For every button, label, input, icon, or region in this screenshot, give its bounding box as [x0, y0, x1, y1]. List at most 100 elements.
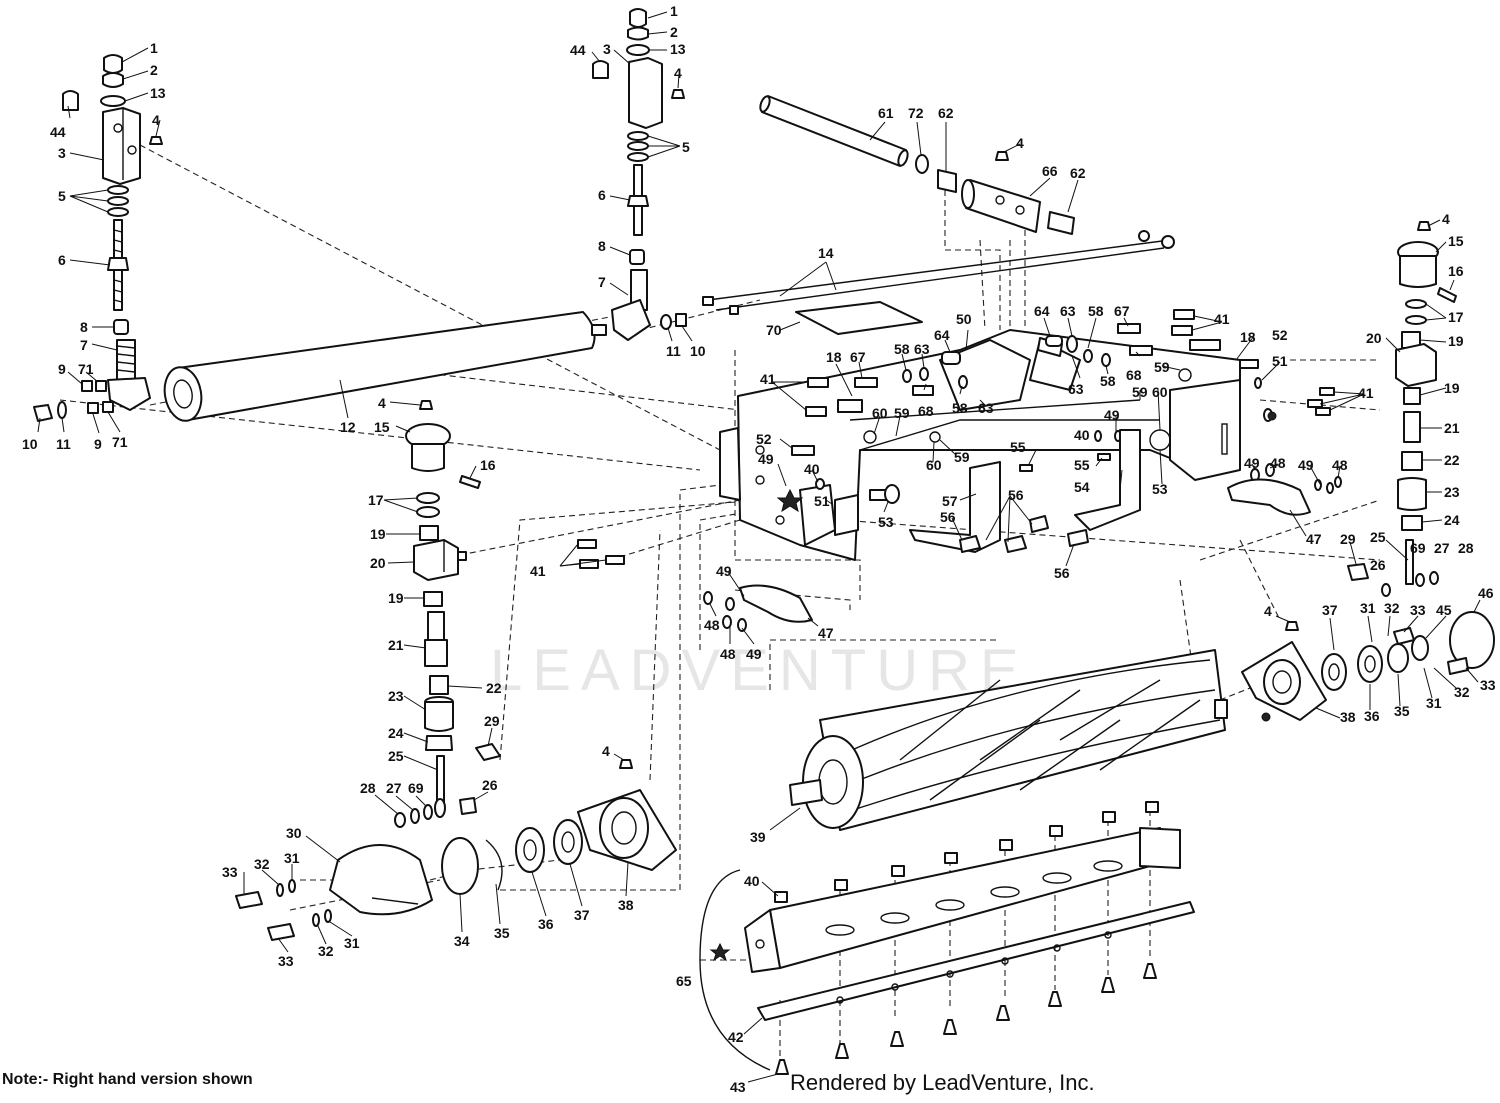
callout-71-lower: 71: [112, 434, 128, 450]
part-13-washer: [100, 95, 126, 107]
frame-marker-dot: [1267, 411, 1277, 421]
part-41-bedbar: [709, 827, 1181, 973]
callout-44-left: 44: [50, 124, 66, 140]
callout-46: 46: [1478, 585, 1494, 601]
part-20-block: [413, 539, 467, 581]
callout-49-left: 49: [758, 451, 774, 467]
callout-19-right-bottom: 19: [1444, 380, 1460, 396]
callout-51-right: 51: [1272, 353, 1288, 369]
part-9-nut-lower: [87, 402, 99, 414]
callout-40-frame: 40: [1074, 427, 1090, 443]
part-64-pins: [941, 335, 1063, 365]
callout-32-left-bottom: 32: [318, 943, 334, 959]
callout-4-right: 4: [674, 65, 682, 81]
callout-48-pivot-bottom: 48: [720, 646, 736, 662]
callout-67-top: 67: [1114, 303, 1130, 319]
callout-26-right: 26: [1370, 557, 1386, 573]
callout-4-housing-left: 4: [602, 743, 610, 759]
part-29-bolt: [475, 743, 501, 761]
callout-32-right-bottom: 32: [1454, 684, 1470, 700]
callout-58-top: 58: [1088, 303, 1104, 319]
part-44-clip-right: [592, 60, 609, 79]
callout-4-spring-left: 4: [378, 395, 386, 411]
part-24-nut: [425, 735, 453, 751]
callout-35-left: 35: [494, 925, 510, 941]
right-height-adjuster-assembly: [592, 8, 687, 341]
left-spring-assembly: [394, 400, 501, 828]
part-71-nut-lower: [102, 401, 114, 413]
callout-58-right: 58: [1100, 373, 1116, 389]
callout-59-right: 59: [1154, 359, 1170, 375]
part-14-rods: [702, 230, 1175, 315]
callout-42: 42: [728, 1029, 744, 1045]
part-1-cap-nut: [103, 54, 123, 74]
part-48-49-fasteners: [703, 591, 747, 632]
callout-65: 65: [676, 973, 692, 989]
part-19-bushing: [419, 525, 439, 541]
part-47-pivot-bracket-right: [1227, 478, 1311, 516]
callout-52-left: 52: [756, 431, 772, 447]
assembly-guide-lines: [59, 144, 1381, 1060]
part-38-bearing-housing-left: [577, 759, 677, 871]
part-33-screws: [235, 891, 295, 941]
callout-18-right: 18: [1240, 329, 1256, 345]
callout-63-mid: 63: [978, 400, 994, 416]
callout-31-right-top: 31: [1360, 600, 1376, 616]
part-17-washer: [416, 492, 440, 504]
callout-3-right: 3: [603, 41, 611, 57]
callout-1-left: 1: [150, 40, 158, 56]
callout-32-right-top: 32: [1384, 600, 1400, 616]
callout-21-right: 21: [1444, 420, 1460, 436]
callout-49-pivot-top: 49: [716, 563, 732, 579]
part-30-end-cover: [329, 844, 433, 916]
callout-70: 70: [766, 322, 782, 338]
callout-19-left-top: 19: [370, 526, 386, 542]
callout-47-left: 47: [818, 625, 834, 641]
part-44-clip: [62, 90, 79, 111]
part-7-roller-bracket: [107, 339, 151, 411]
callout-8-right: 8: [598, 238, 606, 254]
callout-27-left: 27: [386, 780, 402, 796]
callout-17-right: 17: [1448, 309, 1464, 325]
callout-29-right: 29: [1340, 531, 1356, 547]
callout-22-left: 22: [486, 680, 502, 696]
callout-59-left: 59: [894, 405, 910, 421]
part-5-washers: [107, 185, 129, 217]
part-13-washer-right: [626, 44, 650, 56]
callout-32-left-top: 32: [254, 856, 270, 872]
part-46-cover-ring: [1449, 611, 1495, 669]
callout-20-left: 20: [370, 555, 386, 571]
callout-72: 72: [908, 105, 924, 121]
callout-60-mid: 60: [926, 457, 942, 473]
callout-19-right-top: 19: [1448, 333, 1464, 349]
part-8-spacer: [113, 319, 129, 335]
callout-53-right: 53: [1152, 481, 1168, 497]
callout-10-left: 10: [22, 436, 38, 452]
callout-10-right: 10: [690, 343, 706, 359]
callout-36-right: 36: [1364, 708, 1380, 724]
part-10-cap-screw: [33, 404, 53, 422]
callout-71-left: 71: [78, 361, 94, 377]
part-34-oring: [441, 837, 479, 895]
callout-8-left: 8: [80, 319, 88, 335]
callout-3-left: 3: [58, 145, 66, 161]
callout-16-left: 16: [480, 457, 496, 473]
leader-lines: [37, 11, 1481, 1083]
callout-61: 61: [878, 105, 894, 121]
callout-45: 45: [1436, 602, 1452, 618]
callout-38-left: 38: [618, 897, 634, 913]
part-61-shaft: [759, 95, 909, 167]
callout-62-right: 62: [1070, 165, 1086, 181]
part-11-washer: [57, 401, 67, 419]
callout-40-left: 40: [804, 461, 820, 477]
callout-59-mid: 59: [954, 449, 970, 465]
bracket-65: [699, 869, 771, 1071]
callout-34: 34: [454, 933, 470, 949]
left-height-adjuster-assembly: [33, 54, 163, 422]
part-69-washer: [423, 804, 433, 820]
part-15-cap: [405, 423, 451, 472]
callout-9-left: 9: [58, 361, 66, 377]
callout-67-left: 67: [850, 349, 866, 365]
callout-55-right: 55: [1074, 457, 1090, 473]
